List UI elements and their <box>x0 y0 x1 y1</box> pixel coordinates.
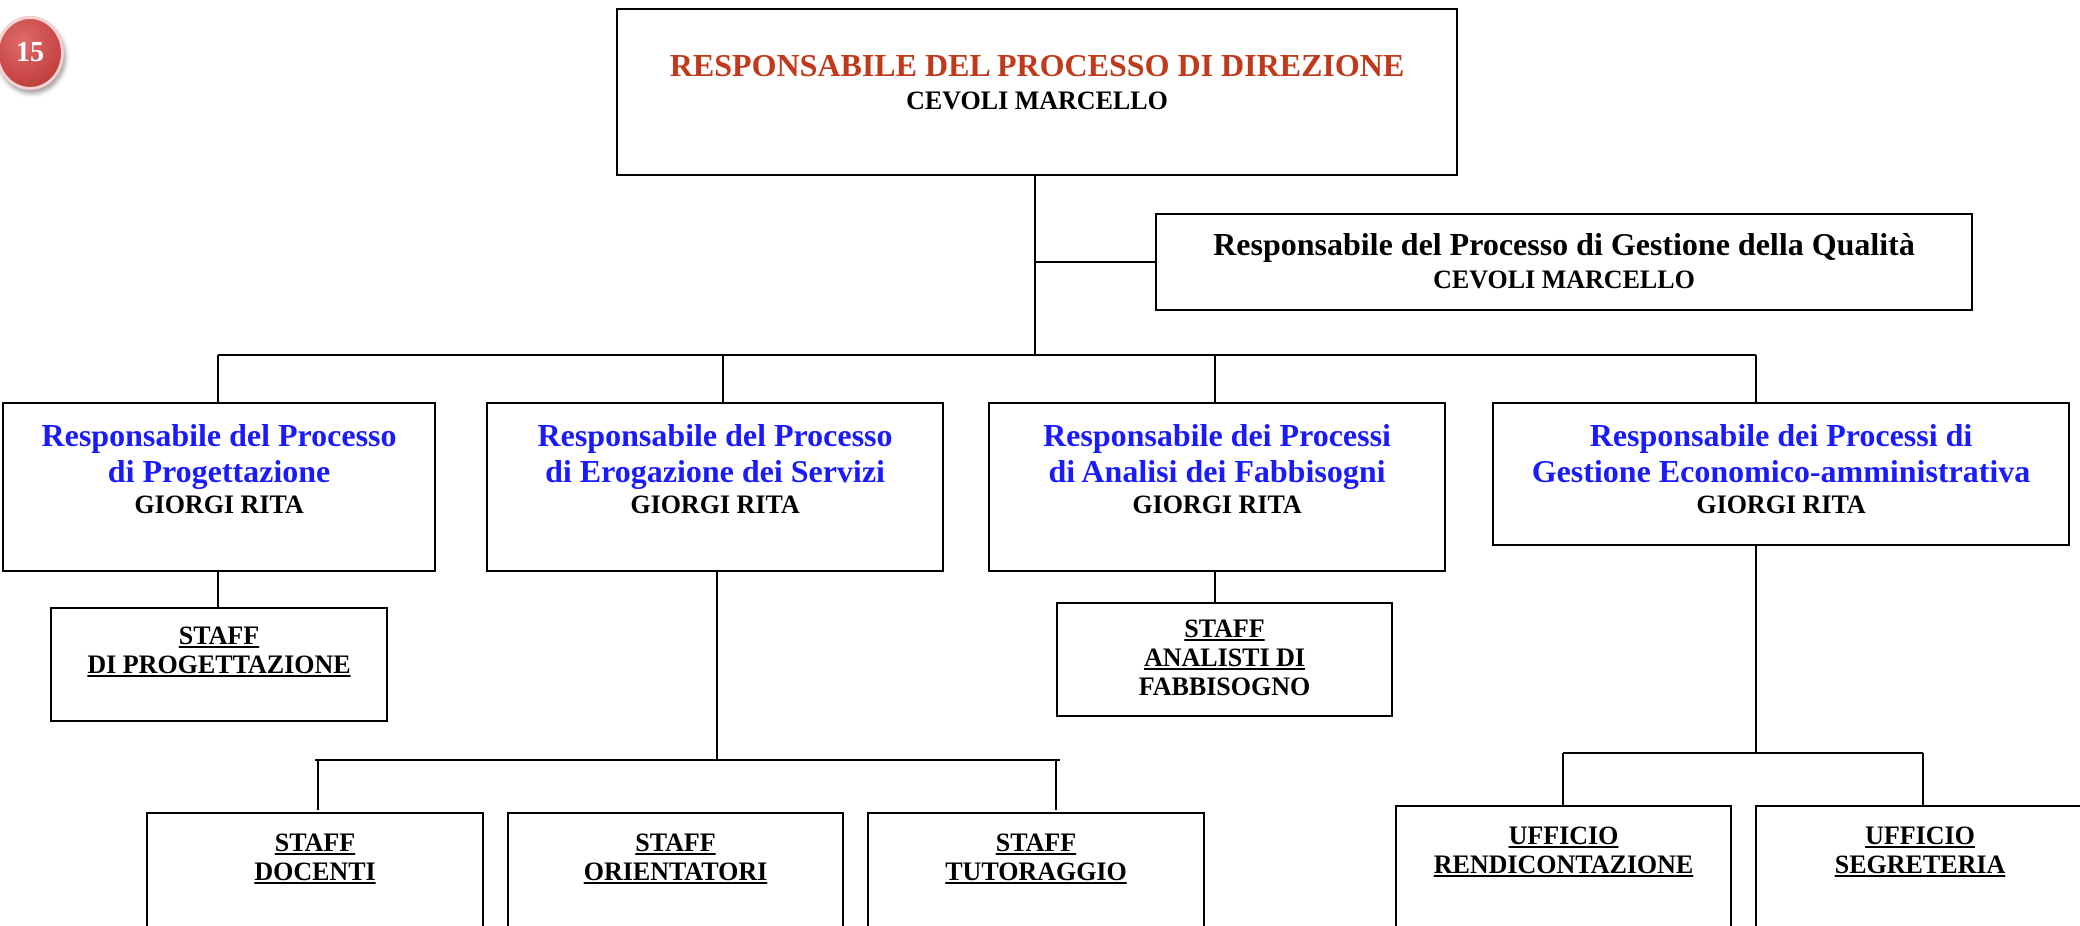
staff-orientatori-box: STAFF ORIENTATORI <box>507 812 844 926</box>
staff-progettazione-box: STAFF DI PROGETTAZIONE <box>50 607 388 722</box>
manager-economico-box: Responsabile dei Processi di Gestione Ec… <box>1492 402 2070 546</box>
staff-analisti-box: STAFF ANALISTI DI FABBISOGNO <box>1056 602 1393 717</box>
staff-analisti-line2: ANALISTI DI <box>1143 643 1306 673</box>
manager-progettazione-box: Responsabile del Processo di Progettazio… <box>2 402 436 572</box>
staff-docenti-line1: STAFF <box>274 828 356 857</box>
quality-box: Responsabile del Processo di Gestione de… <box>1155 213 1973 311</box>
director-role: RESPONSABILE DEL PROCESSO DI DIREZIONE <box>669 47 1405 83</box>
manager-progettazione-person: GIORGI RITA <box>134 489 304 519</box>
staff-analisti-line1: STAFF <box>1184 614 1265 643</box>
staff-analisti-line3: FABBISOGNO <box>1138 672 1311 702</box>
manager-economico-role-line2: Gestione Economico-amministrativa <box>1531 452 2031 489</box>
staff-tutoraggio-box: STAFF TUTORAGGIO <box>867 812 1205 926</box>
staff-progettazione-line1: STAFF <box>178 621 260 650</box>
staff-docenti-line2: DOCENTI <box>254 857 376 887</box>
manager-erogazione-role-line1: Responsabile del Processo <box>537 417 893 453</box>
manager-analisi-role-line2: di Analisi dei Fabbisogni <box>1048 452 1386 489</box>
page-number: 15 <box>16 37 44 68</box>
ufficio-segreteria-line1: UFFICIO <box>1865 821 1975 850</box>
director-person: CEVOLI MARCELLO <box>906 85 1168 115</box>
ufficio-rendicontazione-line2: RENDICONTAZIONE <box>1433 850 1694 880</box>
manager-analisi-role-line1: Responsabile dei Processi <box>1043 417 1391 453</box>
ufficio-rendicontazione-box: UFFICIO RENDICONTAZIONE <box>1395 805 1732 926</box>
page-number-badge: 15 <box>0 16 64 90</box>
staff-orientatori-line2: ORIENTATORI <box>583 857 768 887</box>
ufficio-segreteria-box: UFFICIO SEGRETERIA <box>1755 805 2080 926</box>
manager-analisi-person: GIORGI RITA <box>1132 489 1302 519</box>
manager-erogazione-role-line2: di Erogazione dei Servizi <box>545 452 885 489</box>
staff-docenti-box: STAFF DOCENTI <box>146 812 484 926</box>
manager-progettazione-role-line2: di Progettazione <box>107 452 331 489</box>
manager-analisi-box: Responsabile dei Processi di Analisi dei… <box>988 402 1446 572</box>
manager-economico-role-line1: Responsabile dei Processi di <box>1589 417 1973 453</box>
ufficio-segreteria-line2: SEGRETERIA <box>1834 850 2006 880</box>
manager-economico-person: GIORGI RITA <box>1696 489 1866 519</box>
staff-tutoraggio-line2: TUTORAGGIO <box>945 857 1127 887</box>
quality-person: CEVOLI MARCELLO <box>1433 264 1695 294</box>
director-box: RESPONSABILE DEL PROCESSO DI DIREZIONE C… <box>616 8 1458 176</box>
manager-erogazione-box: Responsabile del Processo di Erogazione … <box>486 402 944 572</box>
manager-erogazione-person: GIORGI RITA <box>630 489 800 519</box>
ufficio-rendicontazione-line1: UFFICIO <box>1508 821 1619 850</box>
staff-orientatori-line1: STAFF <box>635 828 716 857</box>
staff-tutoraggio-line1: STAFF <box>995 828 1077 857</box>
manager-progettazione-role-line1: Responsabile del Processo <box>41 417 397 453</box>
quality-role: Responsabile del Processo di Gestione de… <box>1213 226 1915 262</box>
staff-progettazione-line2: DI PROGETTAZIONE <box>87 650 351 680</box>
